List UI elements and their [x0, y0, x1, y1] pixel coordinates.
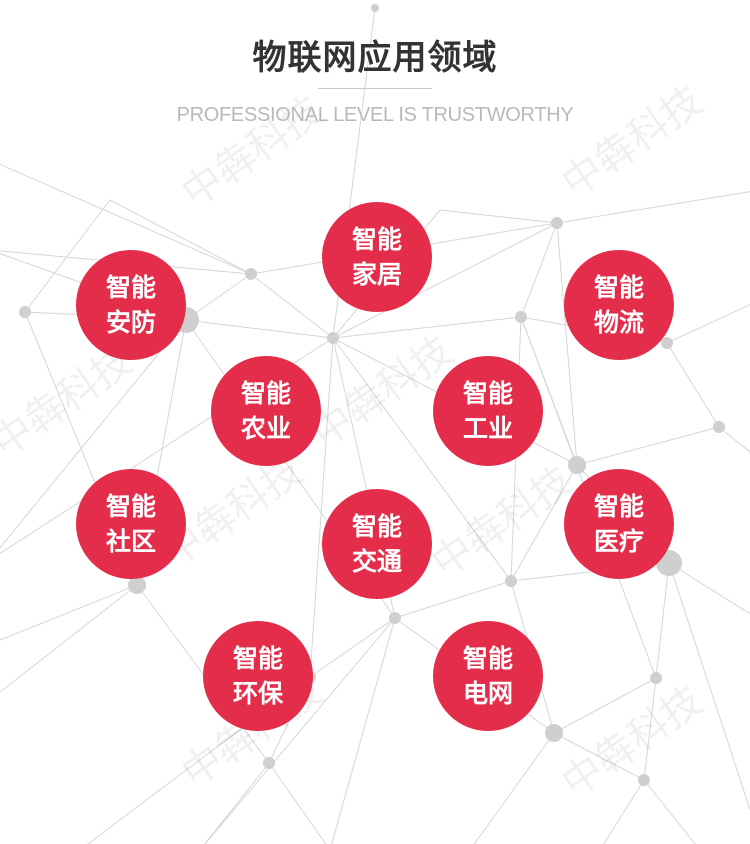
network-link [666, 342, 720, 428]
app-label-line2: 家居 [351, 260, 402, 289]
app-label-line1: 智能 [105, 492, 156, 521]
network-link [473, 732, 555, 844]
app-label-line2: 安防 [105, 308, 156, 337]
app-label-line2: 社区 [105, 527, 156, 556]
app-smart-agriculture[interactable]: 智能农业 [211, 356, 321, 466]
network-link [556, 222, 578, 466]
app-label-line1: 智能 [462, 644, 513, 673]
network-link [603, 779, 645, 844]
network-link [204, 617, 396, 844]
app-label-line1: 智能 [105, 273, 156, 302]
network-node [515, 311, 527, 323]
network-link [666, 304, 750, 344]
app-label-line2: 工业 [462, 414, 513, 443]
app-smart-transport[interactable]: 智能交通 [322, 489, 432, 599]
app-smart-logistics[interactable]: 智能物流 [564, 250, 674, 360]
app-label-line2: 医疗 [593, 527, 644, 556]
network-link [331, 617, 396, 844]
network-node [505, 575, 517, 587]
network-link [643, 779, 696, 844]
network-link [268, 762, 327, 844]
app-smart-medical[interactable]: 智能医疗 [564, 469, 674, 579]
network-link [0, 584, 138, 693]
network-node [389, 612, 401, 624]
page-title: 物联网应用领域 [252, 38, 498, 78]
network-link [24, 199, 111, 313]
network-node [263, 757, 275, 769]
network-link [0, 319, 187, 549]
network-link [332, 337, 512, 582]
network-link [553, 732, 645, 781]
network-link [520, 222, 558, 318]
network-node [327, 332, 339, 344]
app-label-line2: 电网 [462, 679, 513, 708]
network-link [643, 677, 657, 781]
network-node [551, 217, 563, 229]
network-node [650, 672, 662, 684]
app-label-line2: 物流 [593, 308, 644, 337]
app-smart-home[interactable]: 智能家居 [322, 202, 432, 312]
network-link [556, 191, 750, 224]
network-link [185, 319, 334, 339]
app-smart-community[interactable]: 智能社区 [76, 469, 186, 579]
app-label-line1: 智能 [232, 644, 283, 673]
network-link [332, 316, 522, 339]
app-smart-security[interactable]: 智能安防 [76, 250, 186, 360]
app-label-line2: 交通 [351, 547, 402, 576]
network-node [638, 774, 650, 786]
network-node [19, 306, 31, 318]
network-link [309, 617, 396, 678]
network-link [250, 273, 334, 339]
network-node [128, 576, 146, 594]
app-label-line2: 环保 [232, 679, 283, 708]
app-label-line1: 智能 [240, 379, 291, 408]
app-label-line1: 智能 [351, 512, 402, 541]
network-link [309, 337, 334, 678]
network-link [0, 584, 138, 641]
network-link [439, 209, 558, 224]
network-link [332, 222, 558, 339]
network-link [655, 562, 670, 679]
network-node [545, 724, 563, 742]
network-link [668, 562, 750, 812]
page-subtitle: PROFESSIONAL LEVEL IS TRUSTWORTHY [176, 104, 574, 126]
app-label-line1: 智能 [593, 273, 644, 302]
network-link [553, 677, 657, 734]
network-link [0, 163, 252, 275]
network-node [661, 337, 673, 349]
network-link [718, 426, 750, 453]
network-node [568, 456, 586, 474]
app-smart-industry[interactable]: 智能工业 [433, 356, 543, 466]
network-link [109, 199, 252, 275]
network-node [245, 268, 257, 280]
app-label-line2: 农业 [240, 414, 291, 443]
app-label-line1: 智能 [593, 492, 644, 521]
network-node [713, 421, 725, 433]
network-link [394, 580, 512, 619]
network-link [668, 562, 750, 615]
app-label-line1: 智能 [462, 379, 513, 408]
network-link [204, 762, 270, 844]
app-label-line1: 智能 [351, 225, 402, 254]
network-node [371, 4, 379, 12]
network-link [576, 426, 720, 466]
app-smart-grid[interactable]: 智能电网 [433, 621, 543, 731]
network-link [510, 464, 578, 582]
app-smart-environment[interactable]: 智能环保 [203, 621, 313, 731]
title-divider [318, 88, 432, 89]
network-link [185, 273, 252, 321]
